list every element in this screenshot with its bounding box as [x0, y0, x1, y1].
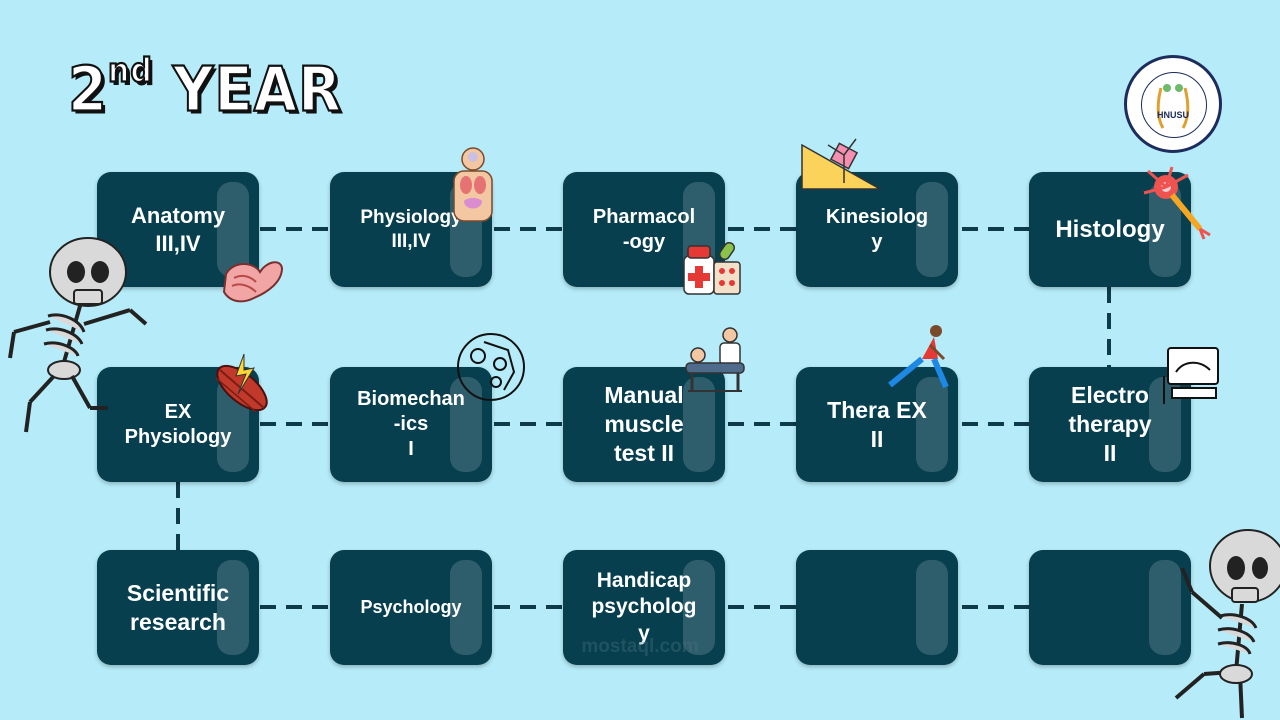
muscle-arm-icon [222, 261, 284, 303]
course-label: Psychology [360, 597, 462, 618]
course-label: Manual muscle test II [604, 382, 684, 466]
skeleton-icon [1174, 529, 1280, 719]
watermark: mostaql.com [581, 636, 699, 657]
medicine-icon [683, 241, 741, 295]
ultrasound-monitor-icon [1163, 347, 1219, 404]
course-label: Scientific research [126, 579, 230, 635]
course-label [796, 550, 958, 665]
course-label: Anatomy III,IV [130, 203, 226, 256]
connector-vertical-left [176, 482, 180, 550]
inclined-plane-icon [801, 138, 882, 190]
course-label: Kinesiolog y [825, 205, 929, 253]
physiotherapist-icon [685, 327, 745, 392]
course-card-manual-muscle-test[interactable]: Manual muscle test II [563, 367, 725, 482]
logo-text: HNUSU [1156, 110, 1189, 120]
course-card-scientific-research[interactable]: Scientific research [97, 550, 259, 665]
course-label: Electro therapy II [1068, 382, 1152, 466]
course-card-handicap-psychology[interactable]: Handicap psycholog y [563, 550, 725, 665]
course-label: Physiology III,IV [360, 206, 462, 252]
stretching-athlete-icon [888, 325, 949, 389]
student-union-logo: HNUSU [1124, 55, 1222, 153]
course-label: Handicap psycholog y [591, 569, 697, 645]
course-card-kinesiology[interactable]: Kinesiolog y [796, 172, 958, 287]
course-label: EX Physiology [124, 400, 232, 448]
course-card-psychology[interactable]: Psychology [330, 550, 492, 665]
course-label: Histology [1055, 215, 1165, 243]
muscle-fiber-icon [215, 353, 268, 413]
human-organs-icon [453, 147, 493, 222]
course-label: Biomechan -ics I [357, 388, 465, 460]
neuron-icon [1143, 166, 1211, 240]
course-card-empty-2[interactable] [1029, 550, 1191, 665]
logo-emblem-icon [1156, 84, 1190, 129]
connector-vertical-right [1107, 287, 1111, 367]
robotic-joint-icon [457, 333, 525, 401]
course-card-physiology[interactable]: Physiology III,IV [330, 172, 492, 287]
course-card-thera-ex[interactable]: Thera EX II [796, 367, 958, 482]
course-label: Thera EX II [827, 396, 927, 452]
skeleton-icon [8, 237, 148, 433]
course-label: Pharmacol -ogy [592, 205, 696, 253]
course-card-empty-1[interactable] [796, 550, 958, 665]
